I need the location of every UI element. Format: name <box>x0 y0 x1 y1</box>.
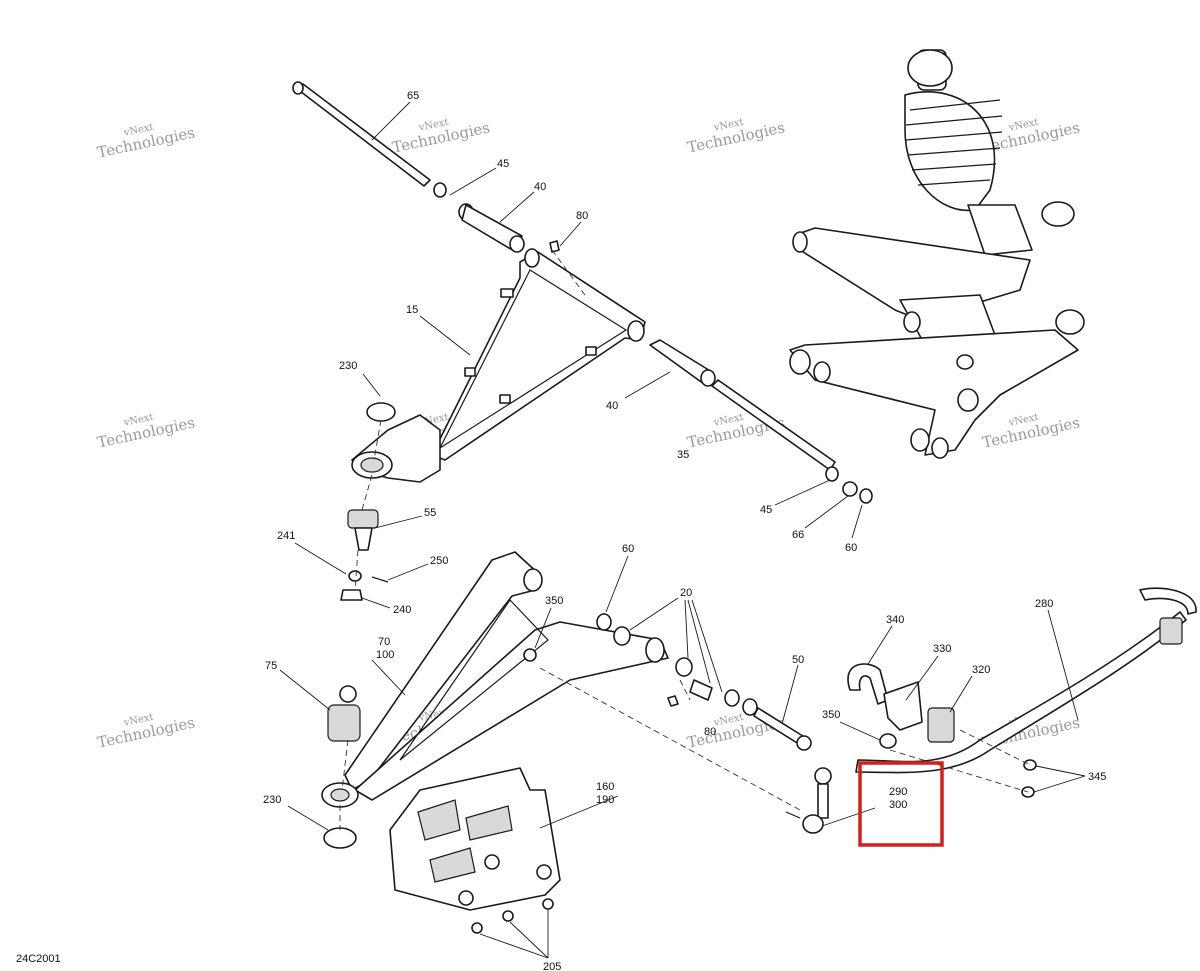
lower-pivot-bolt <box>649 339 873 504</box>
callout-40: 40 <box>606 400 618 412</box>
callout-75: 75 <box>265 660 277 672</box>
sway-bar <box>847 587 1197 798</box>
callout-345: 345 <box>1088 771 1106 783</box>
leader-lines <box>279 101 1086 959</box>
ball-joint-lower <box>327 685 361 742</box>
callout-190: 190 <box>596 794 614 806</box>
callout-20: 20 <box>680 587 692 599</box>
callout-50: 50 <box>792 654 804 666</box>
callout-15: 15 <box>406 304 418 316</box>
lower-bushings <box>596 613 812 751</box>
circlip-lower <box>323 827 357 849</box>
callout-340: 340 <box>886 614 904 626</box>
watermark: vNext Technologies <box>686 712 787 752</box>
callout-45: 45 <box>497 158 509 170</box>
callout-300: 300 <box>889 799 907 811</box>
callouts: 65 45 40 80 15 230 40 35 45 66 60 55 241… <box>263 90 1106 971</box>
skid-plate <box>389 767 561 934</box>
assembly-lines <box>339 249 1031 830</box>
callout-100: 100 <box>376 649 394 661</box>
upper-a-arm <box>351 248 646 483</box>
watermark: vNext Technologies <box>391 117 492 157</box>
callout-60: 60 <box>622 543 634 555</box>
callout-330: 330 <box>933 643 951 655</box>
circlip-upper <box>366 402 396 422</box>
callout-350: 350 <box>822 709 840 721</box>
upper-pivot-bolt <box>292 81 560 253</box>
assembled-suspension <box>789 49 1085 459</box>
callout-240: 240 <box>393 604 411 616</box>
callout-40: 40 <box>534 181 546 193</box>
diagram-id: 24C2001 <box>16 953 61 965</box>
callout-230: 230 <box>339 360 357 372</box>
callout-230: 230 <box>263 794 281 806</box>
callout-320: 320 <box>972 664 990 676</box>
callout-205: 205 <box>543 961 561 971</box>
callout-60: 60 <box>845 542 857 554</box>
callout-160: 160 <box>596 781 614 793</box>
watermark: vNext Technologies <box>96 712 197 752</box>
callout-65: 65 <box>407 90 419 102</box>
callout-350: 350 <box>545 595 563 607</box>
lower-a-arm <box>321 551 669 808</box>
sway-bar-link <box>785 767 832 834</box>
callout-280: 280 <box>1035 598 1053 610</box>
watermark: vNext Technologies <box>981 412 1082 452</box>
highlight-box <box>858 761 944 847</box>
watermark: vNext Technologies <box>96 412 197 452</box>
callout-35: 35 <box>677 449 689 461</box>
ball-joint-upper <box>340 509 389 601</box>
watermark: vNext Technologies <box>686 117 787 157</box>
callout-70: 70 <box>378 636 390 648</box>
callout-66: 66 <box>792 529 804 541</box>
callout-45: 45 <box>760 504 772 516</box>
callout-290: 290 <box>889 786 907 798</box>
callout-80: 80 <box>704 726 716 738</box>
callout-250: 250 <box>430 555 448 567</box>
watermark: vNext Technologies <box>96 122 197 162</box>
callout-55: 55 <box>424 507 436 519</box>
callout-241: 241 <box>277 530 295 542</box>
callout-80: 80 <box>576 210 588 222</box>
